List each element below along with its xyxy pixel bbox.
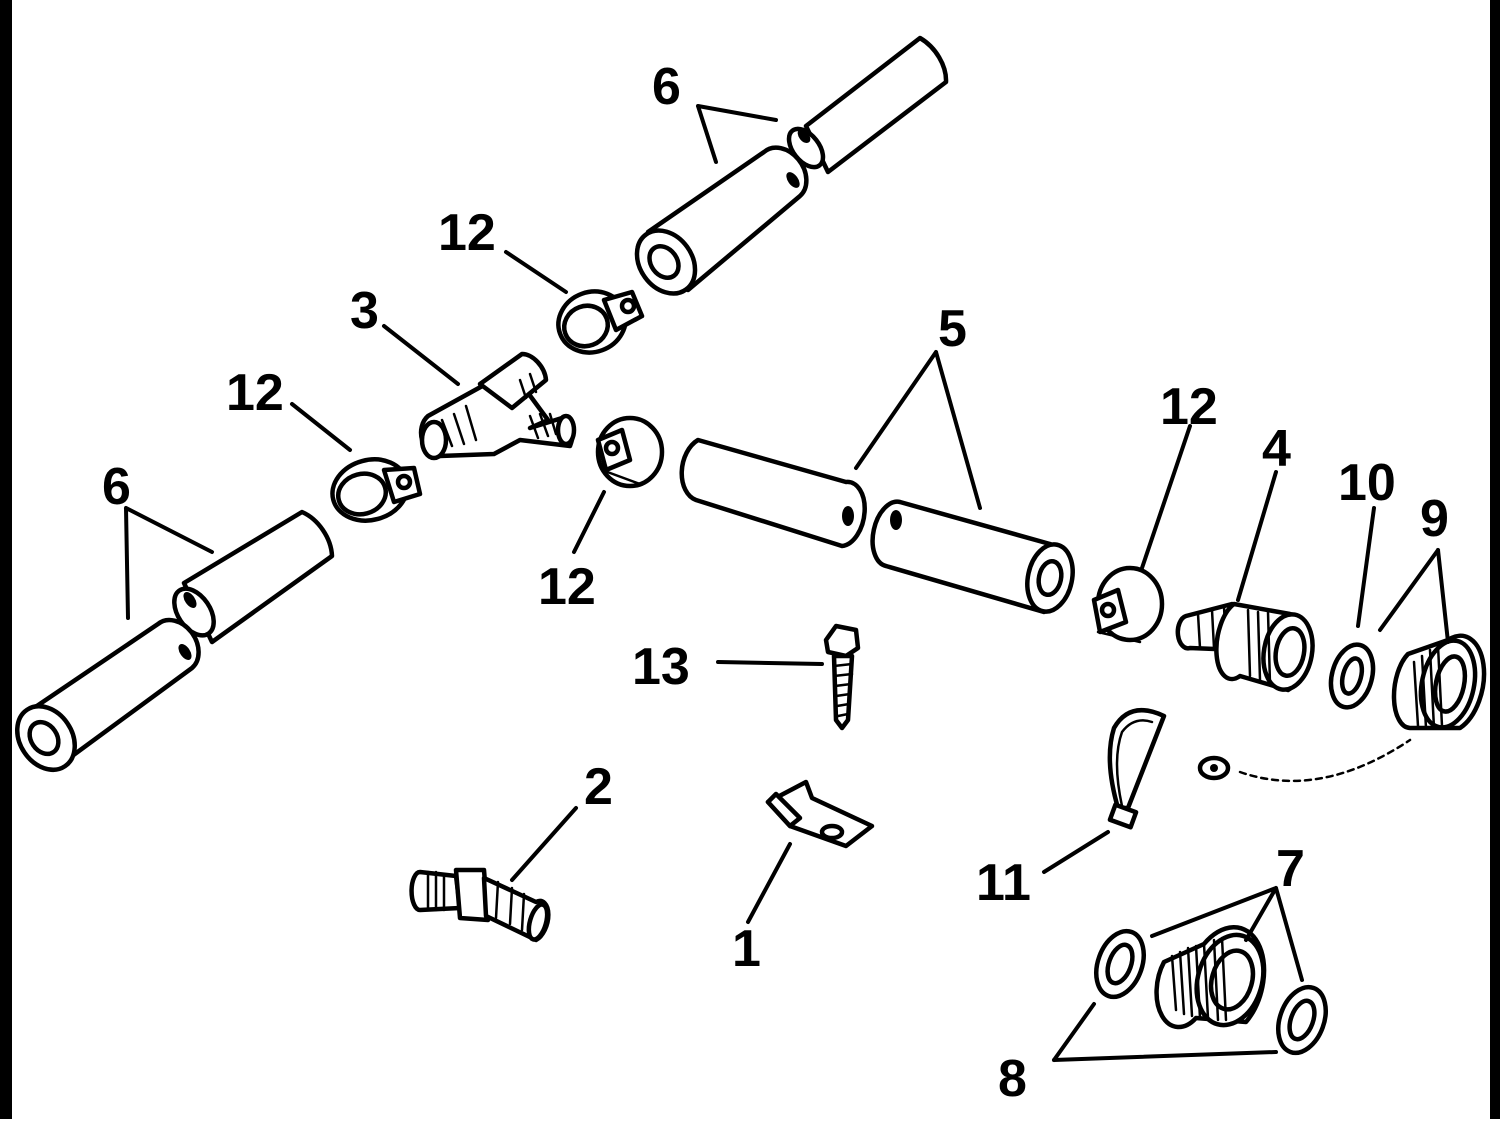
leader-lines [124,104,1450,1062]
label-1: 1 [732,920,761,978]
label-5: 5 [938,300,967,358]
part-4-barb-fitting [1175,601,1315,693]
part-8-washer-left [1094,928,1146,1000]
label-13: 13 [632,638,690,696]
label-6-top: 6 [652,58,681,116]
label-3: 3 [350,282,379,340]
part-3-tee-fitting [418,351,577,461]
part-6-hose-upper-right [786,35,949,175]
part-12-clamp-left [330,457,423,523]
label-6-left: 6 [102,458,131,516]
part-12-clamp-right [1091,565,1165,644]
part-1-bracket [765,779,875,849]
label-8: 8 [998,1050,1027,1108]
part-9-cap-with-chain [1197,633,1487,783]
part-5-hose-left [679,437,867,549]
part-6-hose-upper-left [634,145,809,296]
part-6-hose-lower-left [15,617,201,772]
label-12-top: 12 [438,204,496,262]
part-12-clamp-upper [556,289,645,355]
part-6-hose-lower-right [172,509,335,645]
part-7-coupling [1154,924,1267,1030]
label-7: 7 [1276,840,1305,898]
label-9: 9 [1420,490,1449,548]
label-10: 10 [1338,454,1396,512]
part-12-clamp-middle [595,415,665,489]
part-10-washer [1328,642,1376,710]
part-2-barb-connector [409,867,551,943]
part-8-washer-right [1276,984,1328,1056]
callout-labels: 6 12 3 12 5 12 4 10 9 6 12 13 2 1 11 7 8 [102,58,1449,1108]
part-5-hose-right [870,499,1075,615]
label-12-left: 12 [226,364,284,422]
part-11-cable-tie [1107,707,1167,830]
part-13-screw [823,623,861,731]
label-2: 2 [584,758,613,816]
label-12-right: 12 [1160,378,1218,436]
label-12-middle: 12 [538,558,596,616]
label-11: 11 [976,854,1031,912]
label-4: 4 [1262,420,1291,478]
